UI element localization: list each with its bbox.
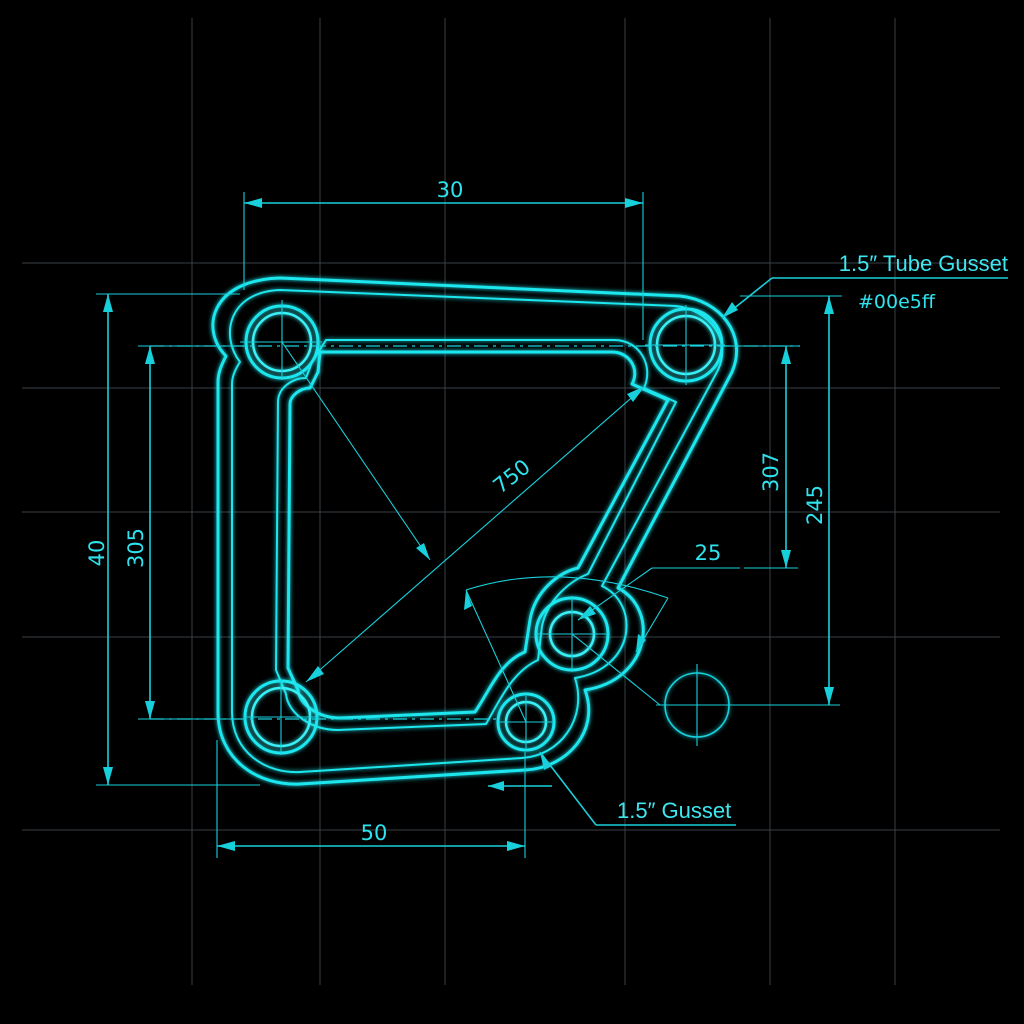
gusset-outer-edge bbox=[211, 276, 738, 786]
callout-top-right-code: #00e5ff bbox=[858, 291, 936, 313]
gusset-inner-cutout bbox=[286, 350, 670, 720]
callout-bottom-right: 1.5″ Gusset bbox=[488, 751, 736, 826]
background-grid bbox=[22, 18, 1000, 985]
dimension-left-outer-height: 40 bbox=[85, 293, 260, 786]
dimension-label-hole-diameter: 25 bbox=[695, 541, 722, 565]
gusset-outer-edge-2 bbox=[228, 289, 724, 774]
dimension-right-outer-height: 245 bbox=[740, 295, 842, 705]
gusset-plate bbox=[211, 276, 738, 786]
dimension-bottom-width: 50 bbox=[216, 740, 526, 858]
dimension-right-inner-height: 307 bbox=[720, 345, 798, 569]
dimension-top-width: 30 bbox=[243, 178, 644, 340]
dimension-label-diagonal: 750 bbox=[489, 455, 535, 499]
dimension-diagonal: 750 bbox=[489, 455, 535, 499]
gusset-inner-cutout-2 bbox=[275, 339, 677, 731]
callout-top-right: 1.5″ Tube Gusset #00e5ff bbox=[721, 251, 1008, 319]
dimension-label-right-outer-height: 245 bbox=[803, 485, 827, 525]
dimension-label-right-inner-height: 307 bbox=[759, 452, 783, 492]
dimension-hole-diameter: 25 bbox=[695, 541, 722, 565]
dimension-label-top-width: 30 bbox=[437, 178, 464, 202]
dimension-left-inner-height: 305 bbox=[124, 345, 246, 720]
dimension-label-bottom-width: 50 bbox=[361, 821, 388, 845]
callout-bottom-right-title: 1.5″ Gusset bbox=[617, 798, 731, 823]
callout-top-right-title: 1.5″ Tube Gusset bbox=[839, 251, 1008, 276]
dimension-label-left-inner-height: 305 bbox=[124, 528, 148, 568]
construction-lines bbox=[150, 300, 840, 755]
dimension-label-left-outer-height: 40 bbox=[85, 540, 109, 567]
